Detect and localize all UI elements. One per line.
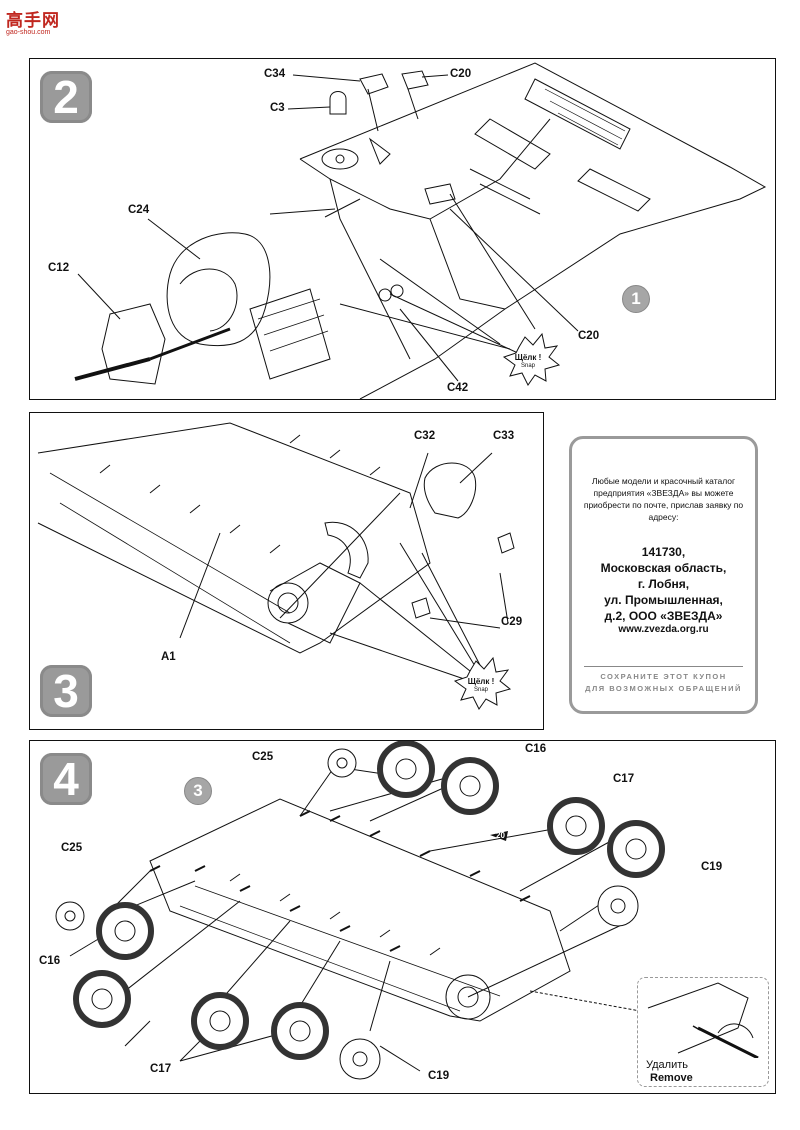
step4-running-gear-drawing (55, 741, 665, 1080)
step3-number-badge: 3 (40, 665, 92, 717)
coupon-website: www.zvezda.org.ru (618, 624, 709, 635)
remove-tip-inset: Удалить Remove (637, 977, 769, 1087)
callout-c25-top: C25 (252, 751, 274, 763)
callout-c32: C32 (414, 430, 436, 442)
snap-label-2: Щёлк ! Snap (509, 353, 547, 371)
coupon-keep-line2: ДЛЯ ВОЗМОЖНЫХ ОБРАЩЕНИЙ (585, 684, 742, 693)
remove-label-ru: Удалить (646, 1059, 688, 1071)
snap-en: Snap (473, 687, 488, 693)
callout-c34: C34 (264, 68, 286, 80)
coupon-keep-note: СОХРАНИТЕ ЭТОТ КУПОН ДЛЯ ВОЗМОЖНЫХ ОБРАЩ… (580, 671, 747, 695)
coupon-address-line1: 141730, (641, 545, 686, 559)
step3-panel: 3 Щёлк ! Snap C32 C33 C29 A1 (29, 412, 544, 730)
callout-c24: C24 (128, 204, 150, 216)
callout-c25-left: C25 (61, 842, 83, 854)
coupon-divider (584, 666, 743, 667)
coupon-address-line5: д.2, ООО «ЗВЕЗДА» (604, 609, 723, 623)
step4-number-badge: 4 (40, 753, 92, 805)
callout-c20-top: C20 (450, 68, 472, 80)
step2-panel: 2 1 Щёлк ! Snap C34 C20 C3 C24 C12 C20 C… (29, 58, 776, 400)
step2-number-badge: 2 (40, 71, 92, 123)
callout-c3: C3 (270, 102, 285, 114)
site-logo-glyphs: 高手网 (6, 11, 60, 31)
coupon-address-line3: г. Лобня, (637, 577, 690, 591)
snap-ru: Щёлк ! (514, 353, 542, 362)
arrow-ref-20: 20 (496, 831, 505, 840)
remove-label-en: Remove (650, 1072, 693, 1084)
coupon-address-line4: ул. Промышленная, (604, 593, 723, 607)
callout-c16-left: C16 (39, 955, 61, 967)
coupon-address: 141730, Московская область, г. Лобня, ул… (578, 544, 749, 624)
snap-en: Snap (520, 363, 535, 369)
callout-c20-right: C20 (578, 330, 600, 342)
mail-order-coupon: Любые модели и красочный каталог предпри… (569, 436, 758, 714)
knife-illustration (647, 982, 759, 1058)
coupon-keep-line1: СОХРАНИТЕ ЭТОТ КУПОН (600, 672, 727, 681)
callout-c33: C33 (493, 430, 515, 442)
callout-c19-right: C19 (701, 861, 723, 873)
snap-burst-3 (453, 656, 512, 710)
site-logo-url: gao-shou.com (6, 29, 51, 36)
step2-hull-drawing (74, 62, 767, 399)
snap-label-3: Щёлк ! Snap (462, 677, 500, 695)
callout-c17-bottom: C17 (150, 1063, 172, 1075)
coupon-address-line2: Московская область, (600, 561, 727, 575)
callout-c17-right: C17 (613, 773, 635, 785)
callout-a1: A1 (161, 651, 176, 663)
snap-ru: Щёлк ! (467, 677, 495, 686)
callout-c42: C42 (447, 382, 469, 394)
snap-burst-2 (502, 332, 561, 386)
callout-c19-bottom: C19 (428, 1070, 450, 1082)
callout-c16-top: C16 (525, 743, 547, 755)
callout-c29: C29 (501, 616, 523, 628)
assembly-ref-3: 3 (184, 777, 212, 805)
callout-c12: C12 (48, 262, 70, 274)
coupon-intro: Любые модели и красочный каталог предпри… (583, 476, 744, 522)
site-logo: 高手网 gao-shou.com (6, 6, 72, 40)
step3-lower-hull-drawing (37, 422, 515, 710)
hull-ref-1: 1 (622, 285, 650, 313)
